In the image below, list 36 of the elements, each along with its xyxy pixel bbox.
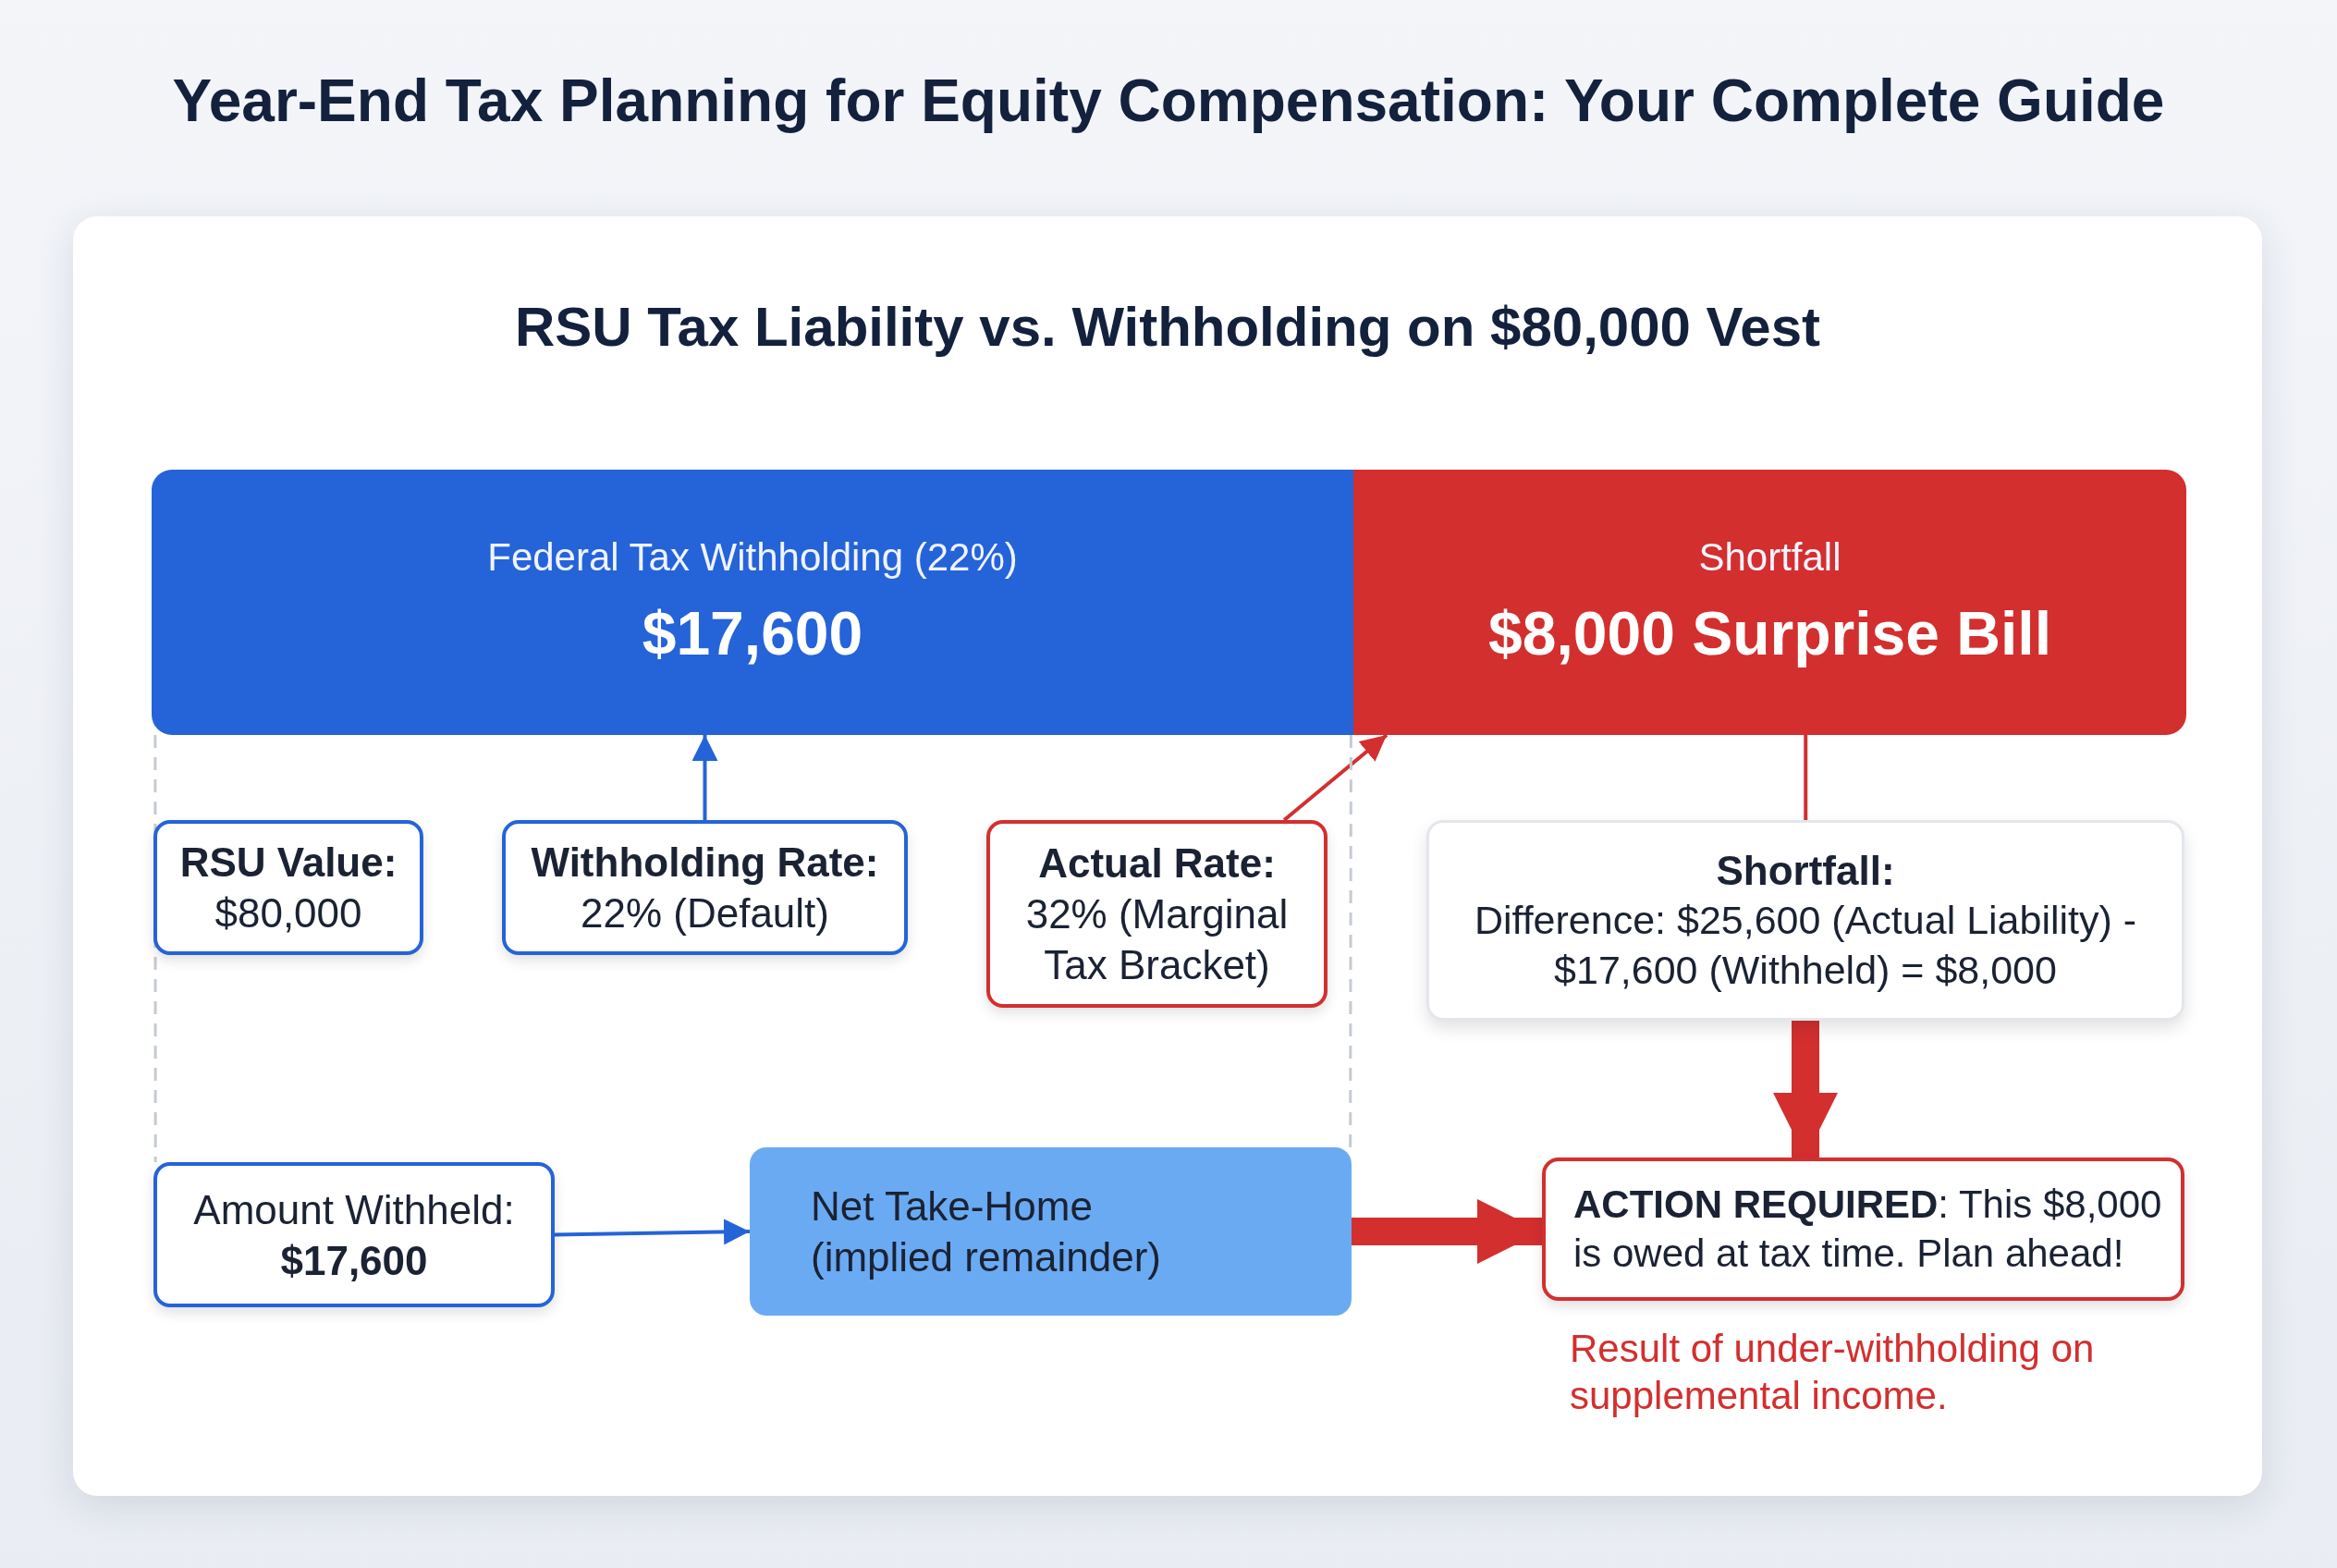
withholding-bar [152, 470, 1353, 735]
box-text: $17,600 [280, 1236, 428, 1285]
box-text: 22% (Default) [581, 889, 829, 937]
connector-line [1804, 735, 1808, 820]
box-heading: Amount Withheld: [193, 1185, 515, 1234]
box-text: Net Take-Home (implied remainder) [811, 1182, 1162, 1281]
box-heading: RSU Value: [179, 839, 398, 887]
card-background [73, 216, 2262, 1496]
box-text: Difference: $25,600 (Actual Liability) - $17,600 (Withheld) = $8,000 [1473, 897, 2138, 994]
box-text: $80,000 [214, 889, 362, 937]
arrow [691, 735, 718, 820]
box-heading: Shortfall: [1716, 847, 1895, 896]
bar-value: $17,600 [642, 597, 863, 669]
guide-line [1349, 735, 1352, 1147]
arrow [1282, 733, 1389, 822]
block-arrow [1352, 1199, 1542, 1264]
result-box [750, 1147, 1352, 1316]
arrow [554, 1219, 751, 1245]
bar-label: Federal Tax Withholding (22%) [487, 534, 1018, 581]
info-box [502, 820, 908, 955]
note-text: Result of under-withholding on supplemental income. [1570, 1326, 2096, 1420]
info-box [153, 820, 423, 955]
box-text: 32% (Marginal Tax Bracket) [1024, 890, 1290, 989]
page-title: Year-End Tax Planning for Equity Compensation: Your Complete Guide [171, 67, 2166, 135]
alert-text: ACTION REQUIRED: This $8,000 is owed at tax time. Plan ahead! [1573, 1182, 2163, 1277]
block-arrow [1773, 1021, 1838, 1158]
info-box [1426, 820, 2184, 1021]
shortfall-bar [1353, 470, 2186, 735]
bar-label: Shortfall [1698, 534, 1841, 581]
bar-value: $8,000 Surprise Bill [1488, 597, 2051, 669]
info-box [986, 820, 1328, 1008]
box-heading: Actual Rate: [1038, 839, 1276, 888]
alert-box [1542, 1158, 2184, 1301]
box-heading: Withholding Rate: [531, 839, 879, 887]
chart-heading: RSU Tax Liability vs. Withholding on $80,000 Vest [515, 295, 1820, 360]
info-box [153, 1162, 555, 1307]
